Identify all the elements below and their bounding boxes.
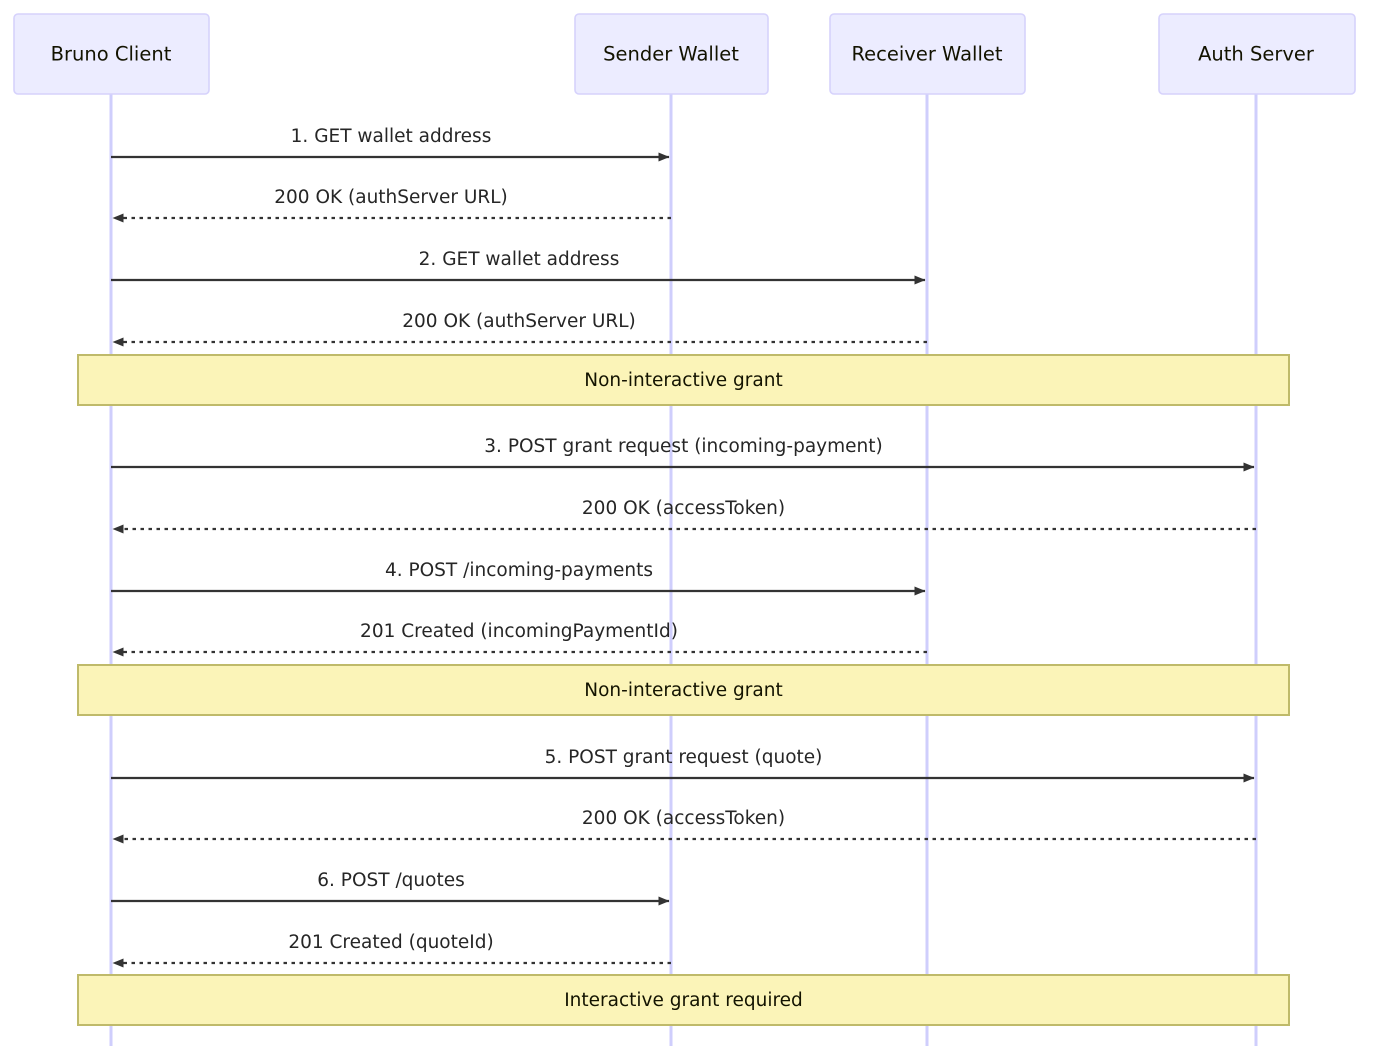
message-8: 201 Created (incomingPaymentId) [112, 621, 927, 657]
message-label: 3. POST grant request (incoming-payment) [484, 436, 882, 457]
participant-box [13, 13, 210, 95]
participant-sender[interactable]: Sender Wallet [574, 13, 769, 95]
note-rect [77, 664, 1290, 716]
message-2: 200 OK (authServer URL) [112, 187, 671, 223]
message-label: 200 OK (authServer URL) [274, 187, 508, 208]
participant-box [574, 13, 769, 95]
message-label: 200 OK (accessToken) [582, 498, 785, 519]
participant-box [829, 13, 1026, 95]
note-band: Non-interactive grant [77, 354, 1290, 406]
lifelines-group [109, 94, 1258, 1046]
note-label: Non-interactive grant [584, 370, 782, 391]
participant-label: Sender Wallet [603, 43, 739, 66]
message-label: 4. POST /incoming-payments [385, 560, 653, 581]
actors-group: Bruno Client Sender Wallet Receiver Wallet… [13, 13, 1356, 95]
message-label: 200 OK (accessToken) [582, 808, 785, 829]
note-label: Non-interactive grant [584, 680, 782, 701]
participant-auth[interactable]: Auth Server [1158, 13, 1356, 95]
message-5: 3. POST grant request (incoming-payment) [111, 436, 1255, 472]
message-label: 2. GET wallet address [419, 249, 620, 270]
participant-label: Auth Server [1198, 43, 1315, 66]
note-band: Interactive grant required [77, 974, 1290, 1026]
participant-box [1158, 13, 1356, 95]
participant-label: Receiver Wallet [851, 43, 1002, 66]
message-9: 5. POST grant request (quote) [111, 747, 1255, 783]
message-1: 1. GET wallet address [111, 126, 670, 162]
participant-receiver[interactable]: Receiver Wallet [829, 13, 1026, 95]
message-label: 201 Created (quoteId) [288, 932, 493, 953]
message-label: 200 OK (authServer URL) [402, 311, 636, 332]
message-4: 200 OK (authServer URL) [112, 311, 927, 347]
note-label: Interactive grant required [564, 990, 803, 1011]
note-rect [77, 974, 1290, 1026]
message-12: 201 Created (quoteId) [112, 932, 671, 968]
note-rect [77, 354, 1290, 406]
participant-label: Bruno Client [51, 43, 172, 66]
participant-client[interactable]: Bruno Client [13, 13, 210, 95]
message-label: 1. GET wallet address [291, 126, 492, 147]
message-label: 5. POST grant request (quote) [545, 747, 823, 768]
message-6: 200 OK (accessToken) [112, 498, 1256, 534]
message-7: 4. POST /incoming-payments [111, 560, 926, 596]
message-10: 200 OK (accessToken) [112, 808, 1256, 844]
messages-group: 1. GET wallet address 200 OK (authServer … [111, 126, 1256, 968]
message-11: 6. POST /quotes [111, 870, 670, 906]
message-label: 6. POST /quotes [317, 870, 464, 891]
message-3: 2. GET wallet address [111, 249, 926, 285]
note-band: Non-interactive grant [77, 664, 1290, 716]
message-label: 201 Created (incomingPaymentId) [360, 621, 678, 642]
